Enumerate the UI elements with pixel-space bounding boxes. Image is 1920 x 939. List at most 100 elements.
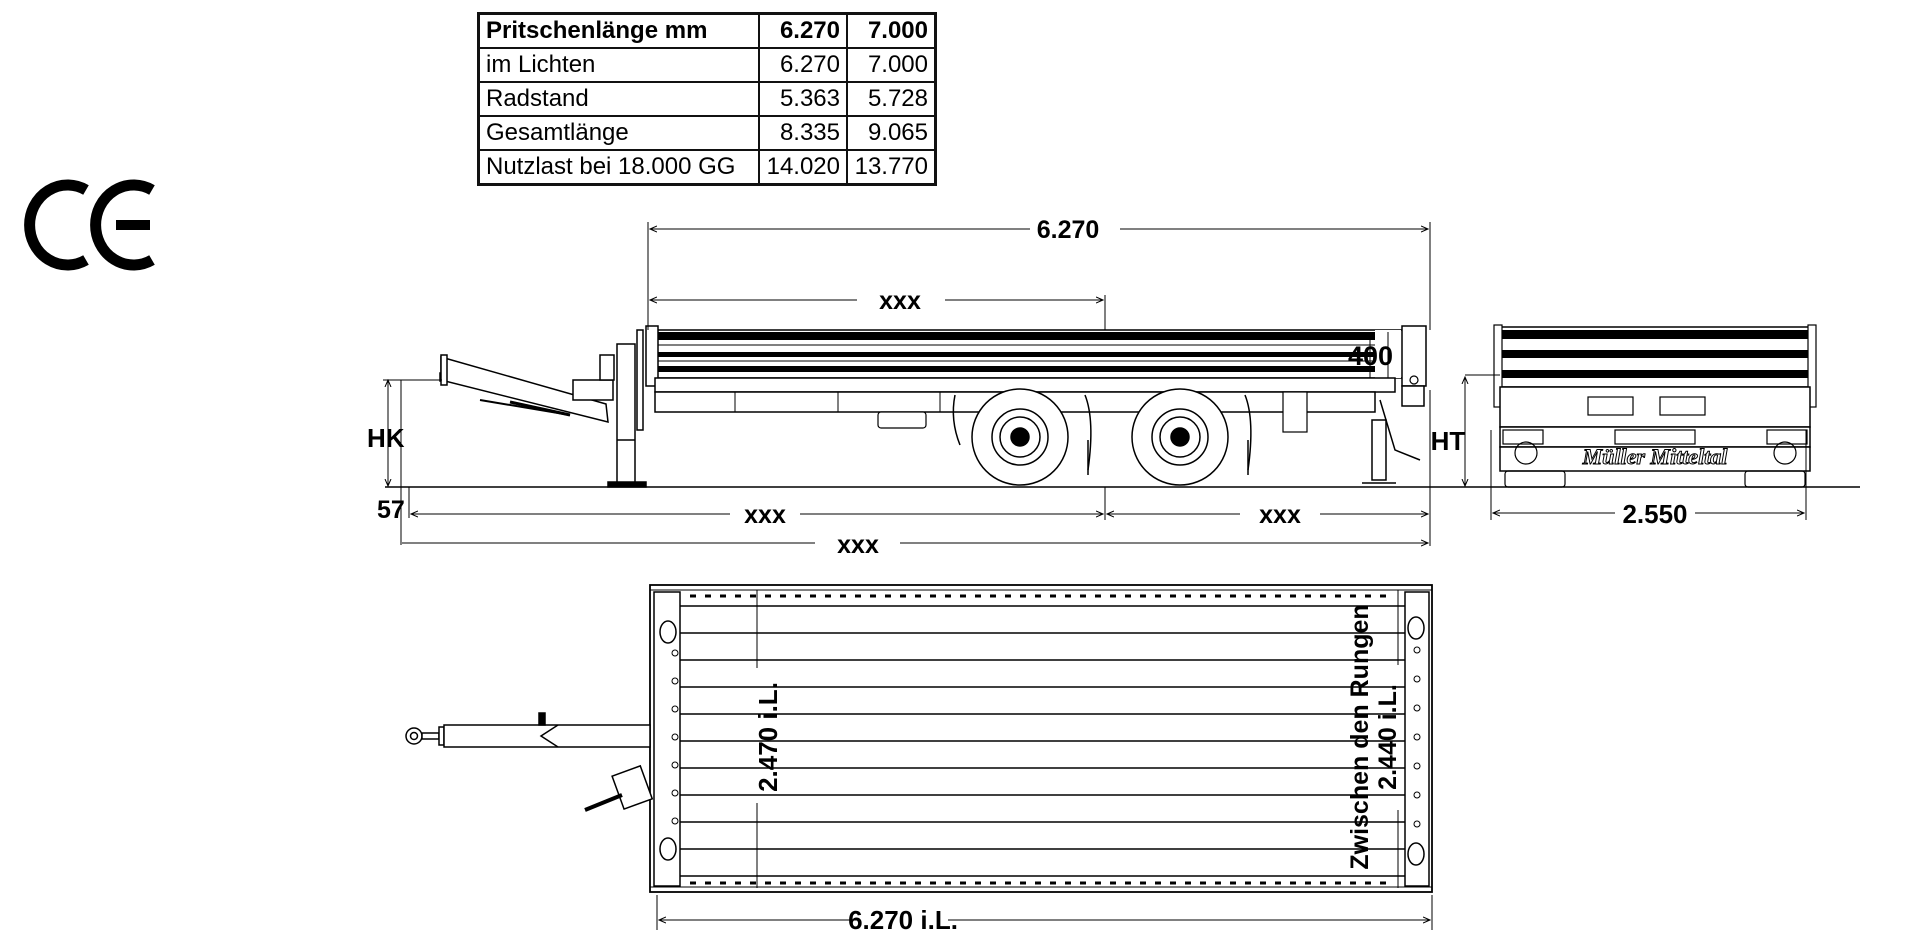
top-view — [405, 584, 1433, 930]
side-stud — [930, 881, 936, 885]
side-stud — [780, 881, 786, 885]
stake-label: Zwischen den Rungen — [1346, 604, 1374, 869]
rear-wall-holes — [1413, 646, 1421, 828]
side-stud — [1125, 881, 1131, 885]
side-stud — [840, 594, 846, 598]
spec-table-row: Gesamtlänge 8.335 9.065 — [477, 115, 937, 151]
spec-row-label: im Lichten — [477, 47, 760, 83]
side-stud — [750, 881, 756, 885]
side-stud — [1380, 881, 1386, 885]
side-stud — [705, 881, 711, 885]
wall-hole — [671, 677, 679, 685]
side-stud — [1200, 881, 1206, 885]
spec-row-v2: 9.065 — [846, 115, 937, 151]
front-wall-holes — [671, 649, 679, 825]
spec-row-label: Gesamtlänge — [477, 115, 760, 151]
side-stud — [870, 594, 876, 598]
support-leg-rear — [1362, 399, 1421, 484]
side-stud — [1320, 881, 1326, 885]
side-stud — [1200, 594, 1206, 598]
side-stud — [1305, 594, 1311, 598]
fenders — [952, 394, 1252, 475]
wheel-rear — [1131, 388, 1229, 486]
side-stud — [1020, 594, 1026, 598]
support-leg-front — [607, 329, 647, 488]
spec-row-v1: 5.363 — [758, 81, 848, 117]
dim-drawbar-to-axle: xxx — [744, 501, 786, 529]
side-stud — [990, 594, 996, 598]
side-stud — [690, 881, 696, 885]
side-stud — [750, 594, 756, 598]
spec-row-v1: 6.270 — [758, 47, 848, 83]
side-stud — [1140, 594, 1146, 598]
side-stud — [1005, 881, 1011, 885]
side-stud — [1050, 594, 1056, 598]
dim-inner-width-rear: 2.440 i.L. — [1374, 684, 1402, 790]
side-stud — [855, 594, 861, 598]
side-stud — [1290, 881, 1296, 885]
side-stud — [1170, 881, 1176, 885]
side-stud — [990, 881, 996, 885]
wall-hole — [1413, 733, 1421, 741]
side-stud — [1185, 881, 1191, 885]
side-stud — [960, 594, 966, 598]
side-view — [383, 222, 1860, 546]
side-stud — [1170, 594, 1176, 598]
wall-hole — [1413, 675, 1421, 683]
dim-inner-length: 6.270 i.L. — [848, 905, 958, 935]
wall-hole — [671, 761, 679, 769]
dim-axle-to-rear: xxx — [1259, 501, 1301, 529]
side-stud — [720, 881, 726, 885]
side-stud — [1185, 594, 1191, 598]
side-stud — [1095, 881, 1101, 885]
spec-row-label: Nutzlast bei 18.000 GG — [477, 149, 760, 186]
side-stud — [870, 881, 876, 885]
side-stud — [795, 881, 801, 885]
side-stud — [765, 594, 771, 598]
dim-inner-width-front: 2.470 i.L. — [753, 682, 783, 792]
side-stud — [735, 881, 741, 885]
side-stud — [825, 594, 831, 598]
spec-header-v1: 6.270 — [758, 12, 848, 49]
side-stud — [1275, 881, 1281, 885]
floor-planks — [680, 605, 1405, 877]
side-stud — [975, 594, 981, 598]
side-stud — [960, 881, 966, 885]
drawbar-side — [439, 354, 615, 423]
side-stud — [1110, 594, 1116, 598]
spec-row-v2: 7.000 — [846, 47, 937, 83]
dim-front-to-axle: xxx — [879, 287, 921, 315]
side-stud — [1065, 881, 1071, 885]
wall-hole — [1413, 820, 1421, 828]
side-stud — [885, 881, 891, 885]
spec-row-v1: 8.335 — [758, 115, 848, 151]
side-stud — [1245, 881, 1251, 885]
side-stud — [1065, 594, 1071, 598]
side-stud — [840, 881, 846, 885]
drawbar-top — [405, 712, 651, 748]
side-stud — [885, 594, 891, 598]
side-stud — [1050, 881, 1056, 885]
side-stud — [1080, 881, 1086, 885]
wall-hole — [671, 817, 679, 825]
side-stud — [690, 594, 696, 598]
wall-hole — [671, 705, 679, 713]
spec-row-label: Radstand — [477, 81, 760, 117]
side-stud — [1080, 594, 1086, 598]
hitch-height-label: HK — [367, 423, 405, 453]
spec-header-v2: 7.000 — [846, 12, 937, 49]
side-stud — [975, 881, 981, 885]
side-stud — [1305, 881, 1311, 885]
side-stud — [1335, 594, 1341, 598]
side-stud — [945, 594, 951, 598]
side-stud — [720, 594, 726, 598]
side-stud — [1260, 881, 1266, 885]
wall-hole — [1413, 646, 1421, 654]
wall-hole — [671, 789, 679, 797]
brand-logo: Müller Mitteltal — [1582, 444, 1729, 469]
wall-hole — [671, 649, 679, 657]
side-stud — [1350, 594, 1356, 598]
side-stud — [1350, 881, 1356, 885]
wall-hole — [1413, 762, 1421, 770]
